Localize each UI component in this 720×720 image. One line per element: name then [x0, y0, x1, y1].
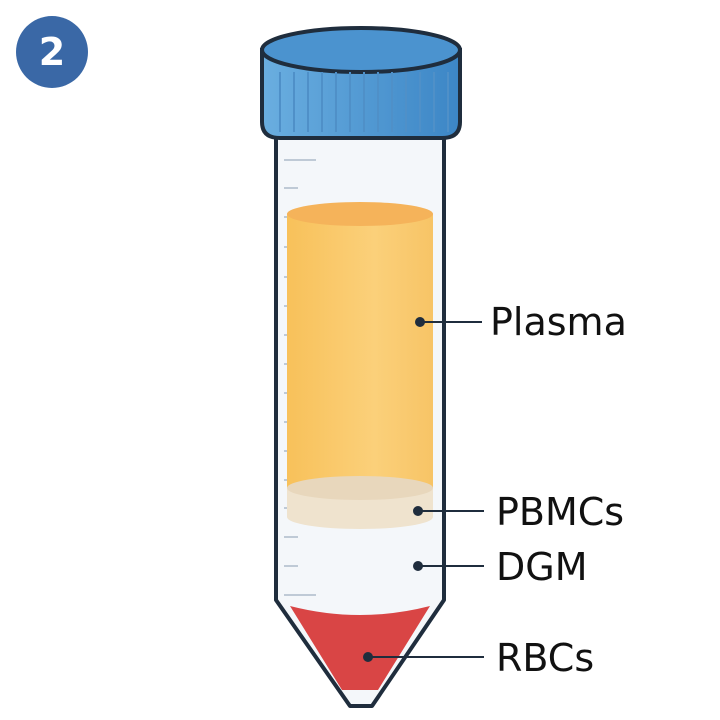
dgm-label: DGM: [496, 545, 588, 589]
pbmcs-leader: [413, 506, 484, 516]
rbcs-leader: [363, 652, 484, 662]
dgm-leader: [413, 561, 484, 571]
rbc-layer: [290, 606, 430, 690]
pbmcs-label: PBMCs: [496, 490, 625, 534]
tube-cap: [260, 26, 462, 140]
plasma-layer: [287, 202, 433, 489]
pbmc-layer: [287, 476, 433, 529]
plasma-leader: [415, 317, 482, 327]
step-number-badge: 2: [16, 16, 88, 88]
rbcs-label: RBCs: [496, 636, 595, 680]
leader-lines: [363, 317, 484, 662]
plasma-label: Plasma: [490, 300, 627, 344]
